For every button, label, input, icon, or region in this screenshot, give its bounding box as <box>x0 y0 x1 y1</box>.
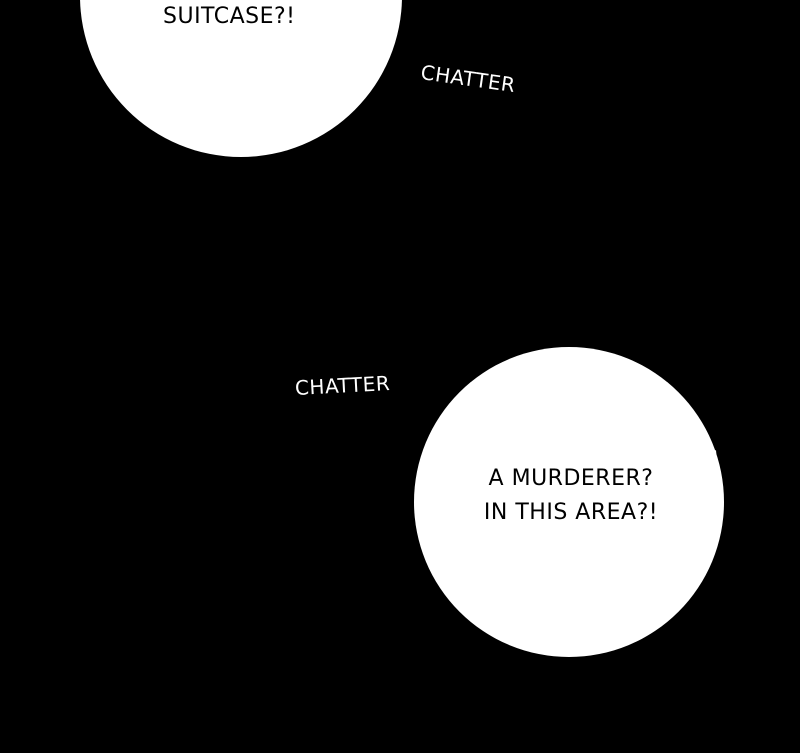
speech-bubble-bottom <box>414 347 724 657</box>
bubble-text-suitcase: SUITCASE?! <box>163 4 296 29</box>
bubble-tail <box>694 450 718 474</box>
bubble-text-murderer: A MURDERER? IN THIS AREA?! <box>460 462 682 530</box>
speech-bubble-top <box>80 0 402 157</box>
bubble-tail <box>112 78 138 102</box>
bubble-line: A MURDERER? <box>488 466 654 491</box>
sfx-chatter-middle: CHATTER <box>294 371 391 400</box>
bubble-line: IN THIS AREA?! <box>483 500 659 525</box>
